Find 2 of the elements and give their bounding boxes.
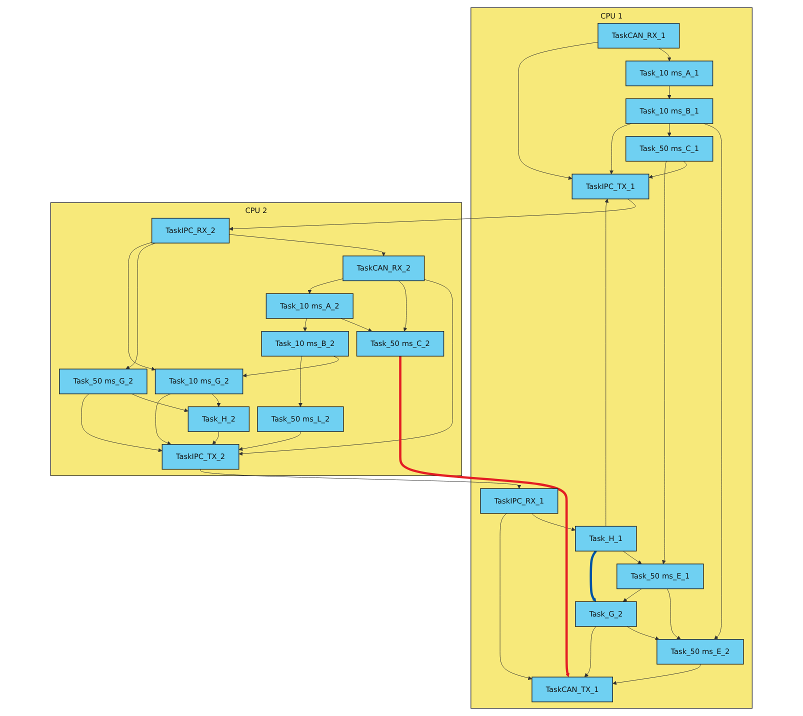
arrow: [399, 356, 570, 678]
arrow: [590, 550, 597, 602]
